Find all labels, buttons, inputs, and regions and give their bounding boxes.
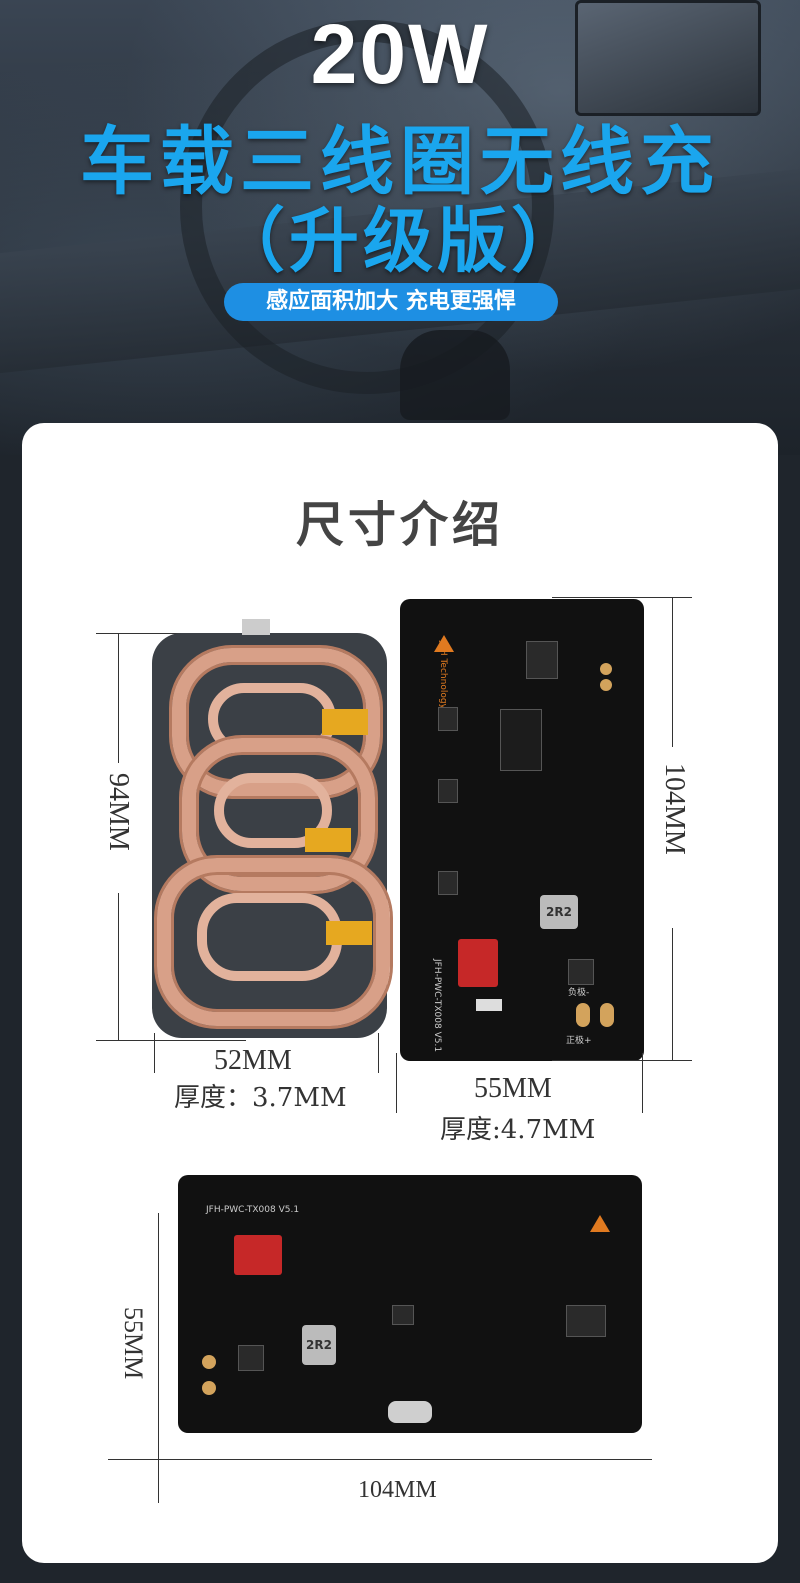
pcb-bottom-image: JFH-PWC-TX008 V5.1 2R2 <box>178 1175 642 1433</box>
pcb-bottom-model-text: JFH-PWC-TX008 V5.1 <box>206 1205 300 1215</box>
coil-tape-1 <box>322 709 368 735</box>
component-cluster <box>500 709 542 771</box>
connector-block <box>476 999 502 1011</box>
product-title: 车载三线圈无线充 <box>80 119 720 205</box>
coil-width-right-tick <box>378 1033 379 1073</box>
pcb-brand-text: JFH Technology <box>438 641 448 709</box>
coil-dim-vertical-lower <box>118 893 119 1041</box>
pcb-thickness-label: 厚度:4.7MM <box>440 1115 596 1145</box>
mosfet-1 <box>438 707 458 731</box>
dimension-card: 尺寸介绍 94MM 52MM 厚度：3.7MM JFH Technology <box>22 423 778 1563</box>
coil-height-label: 94MM <box>103 773 134 851</box>
product-subtitle: （升级版） <box>215 200 585 282</box>
neg-label: 负极- <box>568 988 590 998</box>
usb-c-port <box>388 1401 432 1423</box>
hero-banner: 20W 车载三线圈无线充 （升级版） 感应面积加大 充电更强悍 <box>0 0 800 455</box>
pcb-dim-top-line <box>552 597 692 598</box>
pcb-dim-vertical-upper <box>672 597 673 747</box>
pos-label: 正极+ <box>566 1036 592 1046</box>
solder-pad-3 <box>202 1355 216 1369</box>
inductor-2r2-bottom: 2R2 <box>302 1325 336 1365</box>
pcb-dim-vertical-lower <box>672 928 673 1060</box>
bottom-dim-horizontal <box>108 1459 652 1460</box>
ic-chip-2 <box>566 1305 606 1337</box>
inductor-2r2: 2R2 <box>540 895 578 929</box>
pos-pad <box>576 1003 590 1027</box>
ic-chip <box>526 641 558 679</box>
mosfet-2 <box>438 779 458 803</box>
coil-bottom-inner-image <box>197 893 342 981</box>
mosfet-3 <box>438 871 458 895</box>
pcb-width-right-tick <box>642 1053 643 1113</box>
headline-power: 20W <box>310 7 490 101</box>
coil-width-label: 52MM <box>214 1045 292 1076</box>
bottom-width-label: 104MM <box>358 1477 437 1503</box>
coil-width-left-tick <box>154 1033 155 1073</box>
gear-shifter-image <box>400 330 510 420</box>
pcb-model-text: JFH-PWC-TX008 V5.1 <box>432 959 442 1053</box>
bottom-dim-vertical <box>158 1213 159 1503</box>
coil-bottom-image <box>157 858 390 1026</box>
coil-dim-bottom-line <box>96 1040 246 1041</box>
section-title: 尺寸介绍 <box>295 497 504 553</box>
coil-tab-image <box>242 619 270 635</box>
solder-pad-1 <box>600 663 612 675</box>
coil-thickness-label: 厚度：3.7MM <box>174 1083 347 1113</box>
pcb-width-label: 55MM <box>474 1073 552 1104</box>
pcb-height-label: 104MM <box>659 763 690 855</box>
coil-dim-top-line <box>96 633 246 634</box>
car-screen-image <box>575 0 761 116</box>
pcb-dim-bottom-line <box>552 1060 692 1061</box>
coil-dim-vertical-upper <box>118 633 119 763</box>
brand-logo-icon <box>434 635 454 652</box>
controller-chip <box>392 1305 414 1325</box>
coil-middle-inner-image <box>214 773 332 848</box>
solder-pad-4 <box>202 1381 216 1395</box>
pcb-width-left-tick <box>396 1053 397 1113</box>
coil-tape-2 <box>305 828 351 852</box>
bottom-height-label: 55MM <box>119 1307 148 1380</box>
neg-pad <box>600 1003 614 1027</box>
tagline-badge: 感应面积加大 充电更强悍 <box>224 283 558 321</box>
capacitor-red-2 <box>234 1235 282 1275</box>
capacitor-red <box>458 939 498 987</box>
regulator-chip <box>568 959 594 985</box>
solder-pad-2 <box>600 679 612 691</box>
pcb-top-image: JFH Technology 2R2 负极- 正极+ JFH-PWC-TX008… <box>400 599 644 1061</box>
regulator-chip-2 <box>238 1345 264 1371</box>
coil-tape-3 <box>326 921 372 945</box>
brand-logo-icon-2 <box>590 1215 610 1232</box>
